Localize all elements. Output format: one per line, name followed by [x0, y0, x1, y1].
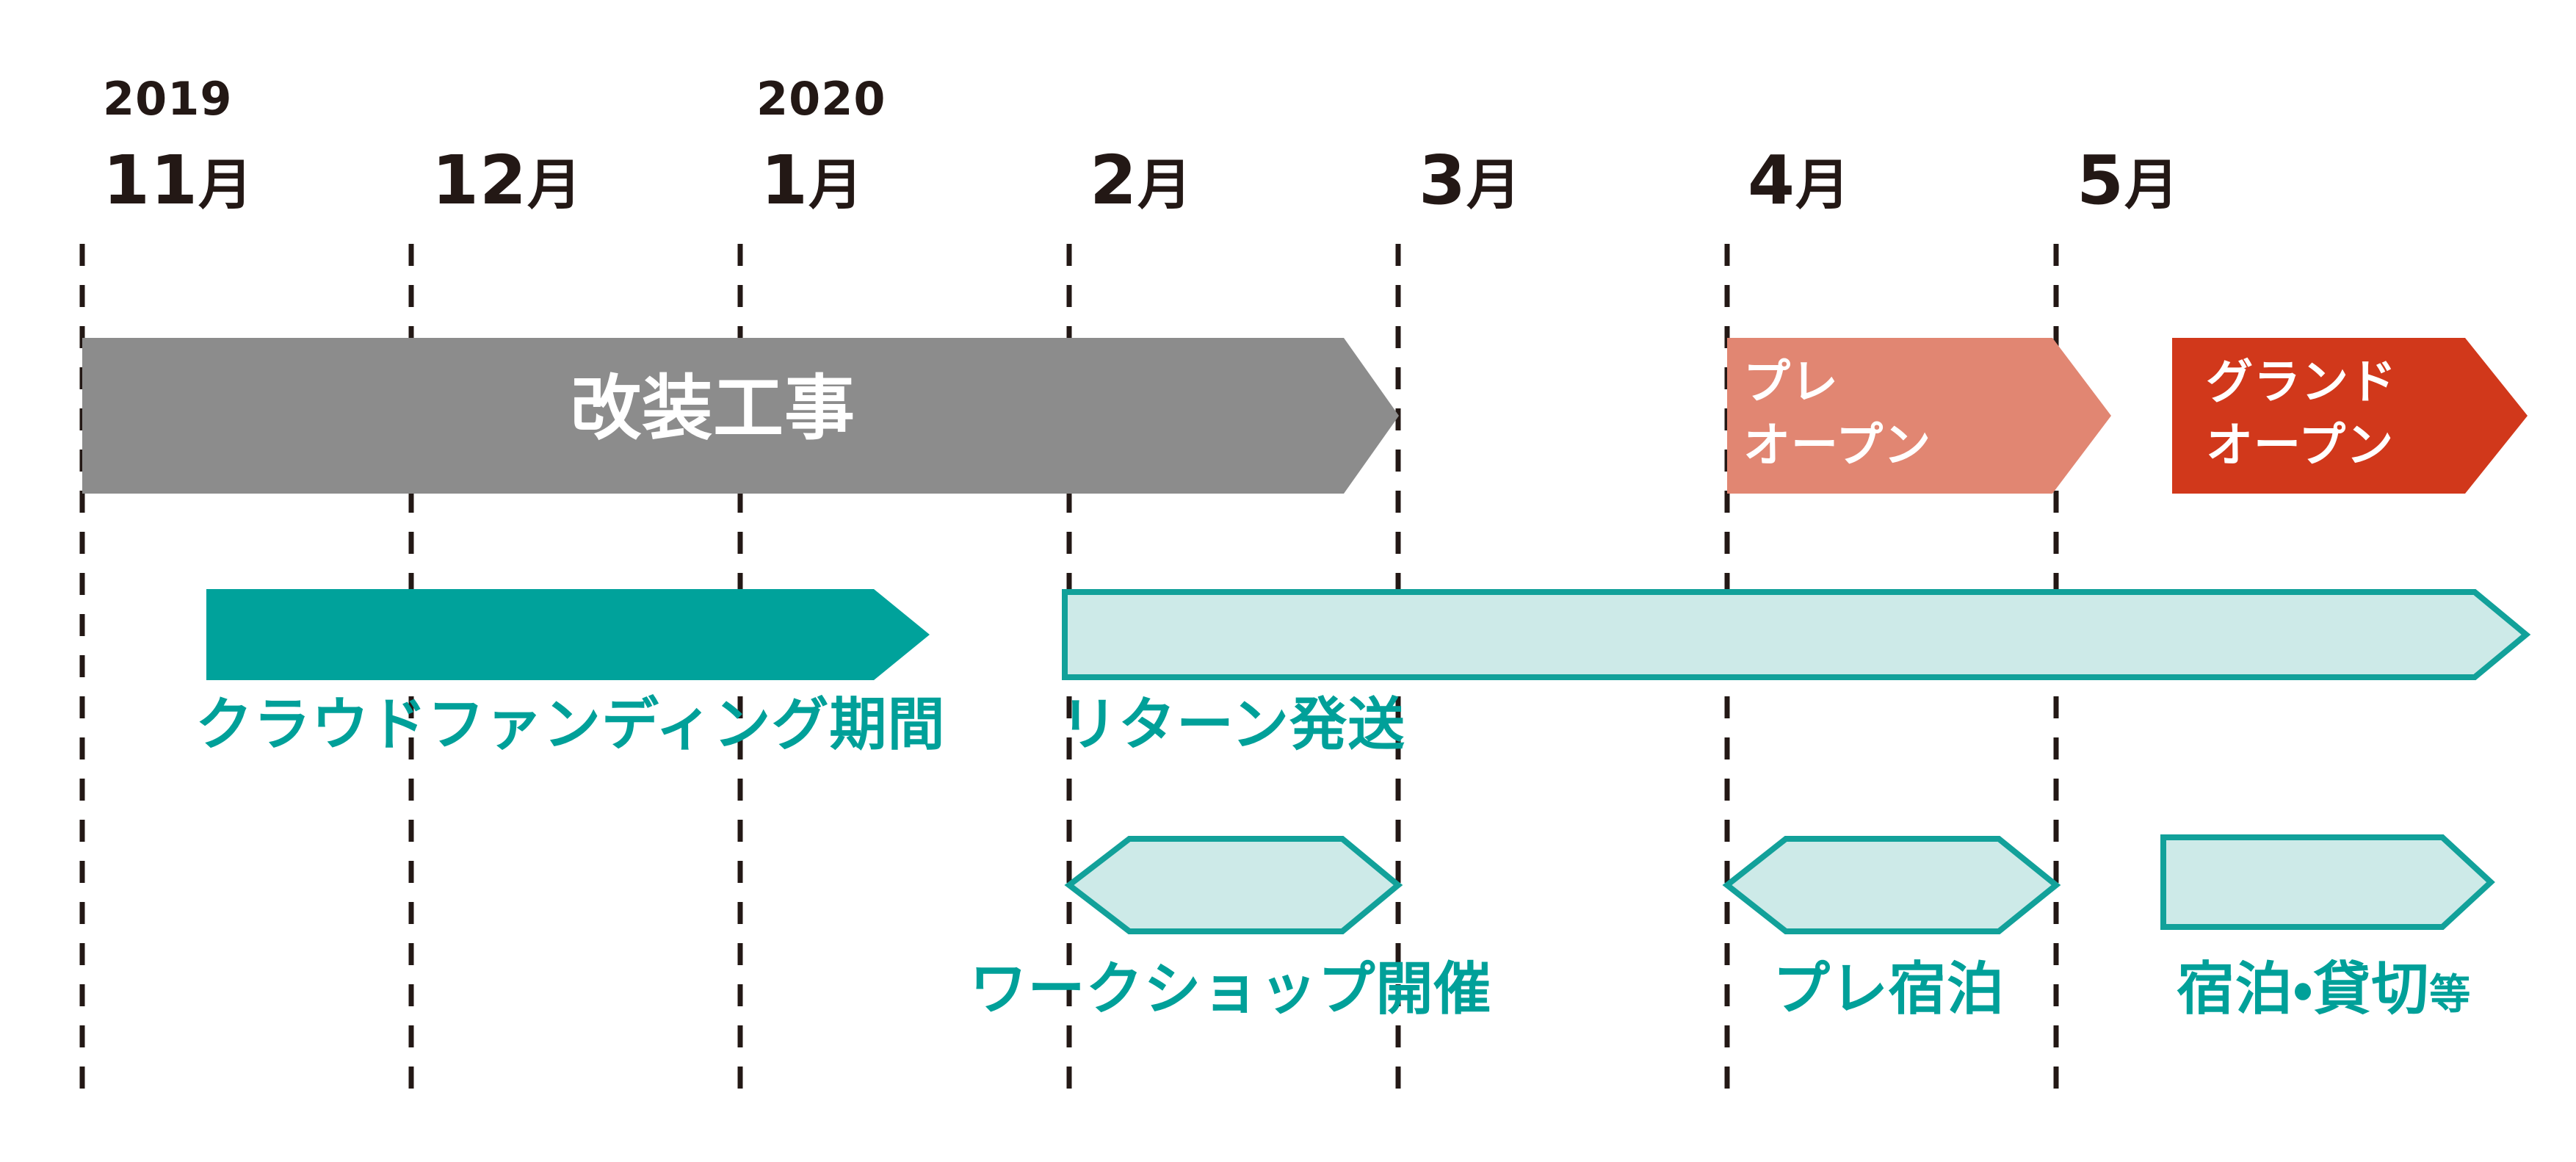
month-label-11: 11月 [103, 147, 253, 214]
year-label-2019: 2019 [103, 72, 233, 126]
month-label-3: 3月 [1419, 147, 1522, 214]
month-label-2: 2月 [1090, 147, 1193, 214]
month-suffix: 月 [1795, 154, 1851, 217]
construction-arrow-bar [82, 338, 1399, 494]
grandopen-label-line2: オープン [2206, 419, 2395, 473]
prestay-caption: プレ宿泊 [1772, 956, 2005, 1022]
grandopen-arrow-bar [2172, 338, 2528, 494]
month-label-12: 12月 [432, 147, 582, 214]
month-number: 4 [1748, 141, 1796, 220]
month-label-5: 5月 [2077, 147, 2179, 214]
stay-caption-main: 宿泊・貸切 [2177, 956, 2430, 1022]
preopen-label-line1: プレ [1743, 356, 1839, 410]
preopen-bar-label: プレ オープン [1743, 351, 1931, 477]
returns-caption: リターン発送 [1060, 692, 1406, 758]
stay-caption: 宿泊・貸切等 [2177, 961, 2472, 1018]
preopen-arrow-bar [1727, 338, 2111, 494]
month-number: 12 [432, 141, 528, 220]
preopen-label-line2: オープン [1743, 419, 1932, 473]
crowdfunding-caption: クラウドファンディング期間 [195, 692, 946, 758]
month-label-1: 1月 [761, 147, 864, 214]
month-number: 5 [2077, 141, 2125, 220]
month-number: 11 [103, 141, 199, 220]
stay-arrow-shape [2160, 834, 2495, 930]
workshop-caption: ワークショップ開催 [969, 956, 1492, 1022]
returns-arrow-bar [1062, 589, 2531, 680]
grandopen-label-line1: グランド [2206, 356, 2397, 410]
stay-caption-suffix: 等 [2429, 971, 2472, 1019]
month-number: 2 [1090, 141, 1138, 220]
construction-bar-label: 改装工事 [571, 367, 855, 450]
month-suffix: 月 [1466, 154, 1522, 217]
month-suffix: 月 [527, 154, 583, 217]
month-number: 3 [1419, 141, 1467, 220]
workshop-hexagon [1064, 836, 1403, 934]
month-suffix: 月 [808, 154, 864, 217]
grandopen-bar-label: グランド オープン [2206, 351, 2397, 477]
crowdfunding-arrow-bar [206, 589, 930, 680]
month-label-4: 4月 [1748, 147, 1850, 214]
month-suffix: 月 [198, 154, 254, 217]
month-suffix: 月 [2124, 154, 2180, 217]
month-suffix: 月 [1137, 154, 1193, 217]
prestay-hexagon [1722, 836, 2061, 934]
month-number: 1 [761, 141, 809, 220]
year-label-2020: 2020 [756, 72, 886, 126]
